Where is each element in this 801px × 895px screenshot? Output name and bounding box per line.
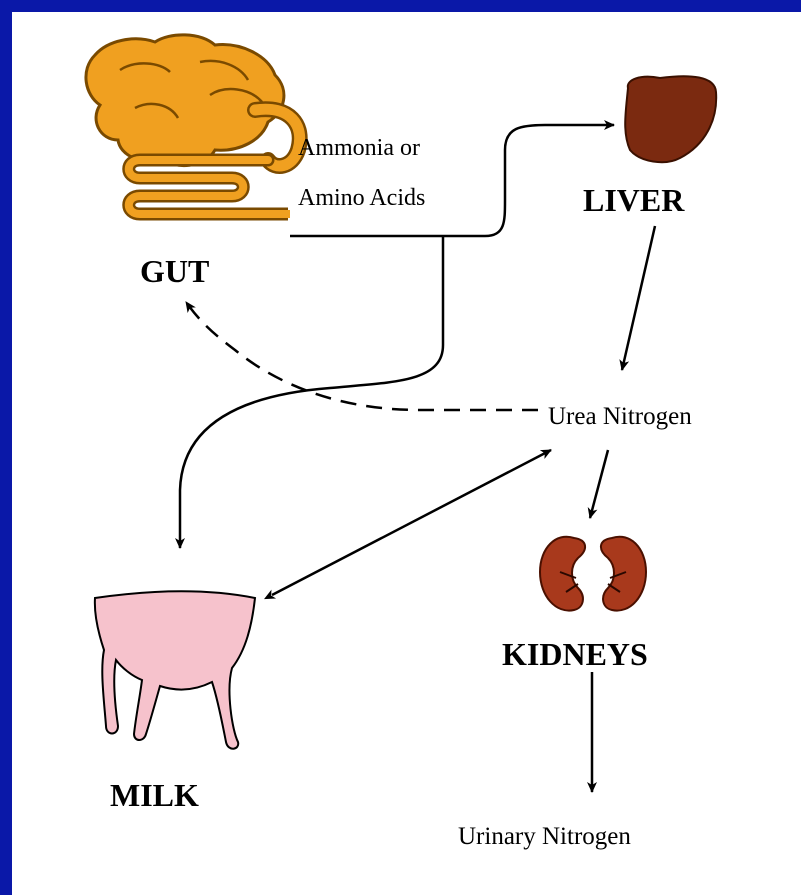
- gut-icon: [86, 35, 300, 214]
- urinary-nitrogen-label: Urinary Nitrogen: [458, 823, 631, 850]
- gut-label: GUT: [140, 253, 209, 289]
- liver-label: LIVER: [583, 182, 685, 218]
- udder-icon: [95, 591, 255, 749]
- kidneys-label: KIDNEYS: [502, 636, 648, 672]
- flow-arrows: [180, 125, 655, 792]
- milk-label: MILK: [110, 777, 199, 813]
- arrow-to-milk: [180, 236, 443, 548]
- arrow-urea-to-gut: [186, 302, 538, 410]
- arrow-urea-milk: [272, 450, 551, 595]
- liver-icon: [625, 76, 716, 162]
- arrow-liver-to-urea: [622, 226, 655, 370]
- ammonia-label-line2: Amino Acids: [298, 185, 425, 211]
- kidneys-icon: [540, 537, 646, 611]
- ammonia-label-line1: Ammonia or: [298, 135, 420, 161]
- arrow-urea-to-kidneys: [590, 450, 608, 518]
- urea-nitrogen-label: Urea Nitrogen: [548, 403, 692, 430]
